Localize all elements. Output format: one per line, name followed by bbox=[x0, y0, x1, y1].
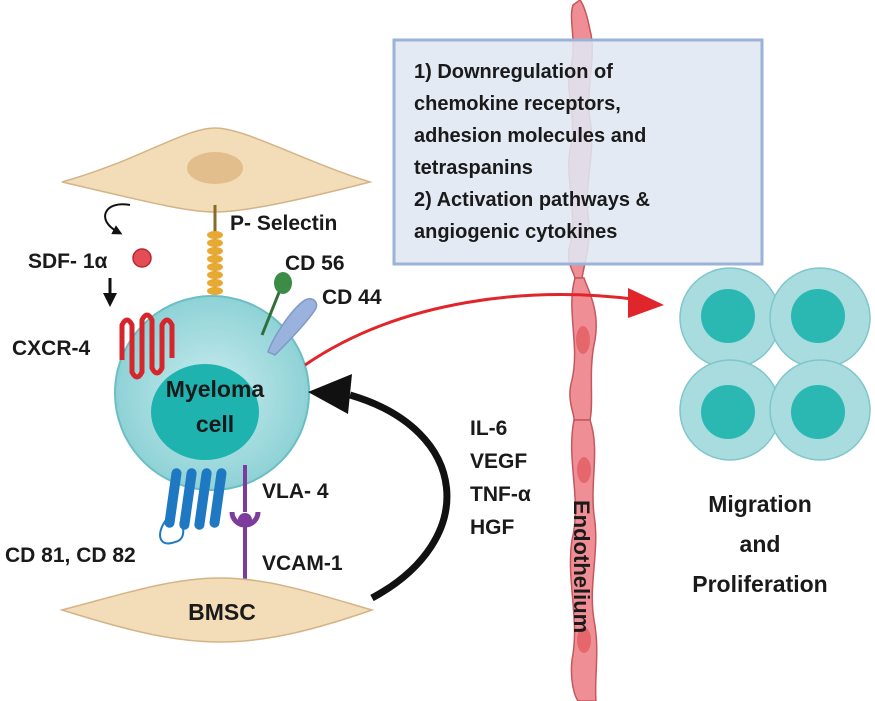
endothelial-cell-top bbox=[61, 127, 373, 213]
myeloma-label-2: cell bbox=[196, 411, 234, 437]
sdf-label: SDF- 1α bbox=[28, 250, 108, 273]
cxcr4-receptor-icon bbox=[119, 312, 175, 380]
sdf-ligand-icon bbox=[132, 248, 152, 268]
myeloma-label-1: Myeloma bbox=[166, 376, 265, 402]
p-selectin bbox=[207, 205, 223, 295]
vla4-vcam1-icon bbox=[229, 465, 261, 585]
cd56-icon bbox=[260, 272, 292, 336]
info-line-5: 2) Activation pathways & bbox=[414, 189, 650, 211]
migration-label-3: Proliferation bbox=[692, 571, 827, 597]
info-line-2: chemokine receptors, bbox=[414, 93, 621, 115]
cytokine-feedback-arrow bbox=[349, 391, 451, 602]
cytokine-list: IL-6 VEGF TNF-α HGF bbox=[470, 417, 531, 539]
vla4-label: VLA- 4 bbox=[262, 480, 329, 503]
cytokine-item: IL-6 bbox=[470, 417, 507, 440]
migration-arrow bbox=[304, 293, 641, 367]
cytokine-item: VEGF bbox=[470, 450, 527, 473]
sdf-curved-arrow bbox=[104, 203, 131, 235]
cytokine-item: HGF bbox=[470, 516, 515, 539]
info-line-3: adhesion molecules and bbox=[414, 125, 646, 147]
info-line-6: angiogenic cytokines bbox=[414, 221, 617, 243]
cd81-cd82-label: CD 81, CD 82 bbox=[5, 544, 136, 567]
cytokine-arrowhead bbox=[308, 374, 352, 414]
cd44-label: CD 44 bbox=[322, 286, 382, 309]
endothelium-label: Endothelium bbox=[569, 500, 594, 633]
tetraspanin-icon bbox=[164, 468, 227, 530]
migration-label-2: and bbox=[740, 531, 781, 557]
cd44-icon bbox=[267, 298, 318, 356]
proliferating-cells bbox=[679, 267, 871, 461]
bmsc-label: BMSC bbox=[188, 599, 256, 625]
info-line-1: 1) Downregulation of bbox=[414, 61, 613, 83]
info-line-4: tetraspanins bbox=[414, 157, 533, 179]
migration-arrowhead bbox=[628, 288, 664, 318]
cxcr4-label: CXCR-4 bbox=[12, 337, 90, 360]
bmsc-cell bbox=[59, 577, 375, 643]
tetraspanin-loop bbox=[159, 519, 185, 545]
vcam1-label: VCAM-1 bbox=[262, 552, 343, 575]
p-selectin-label: P- Selectin bbox=[230, 212, 337, 235]
migration-label-1: Migration bbox=[708, 491, 812, 517]
info-box: 1) Downregulation of chemokine receptors… bbox=[392, 38, 764, 266]
cytokine-item: TNF-α bbox=[470, 483, 531, 506]
cd56-label: CD 56 bbox=[285, 252, 345, 275]
